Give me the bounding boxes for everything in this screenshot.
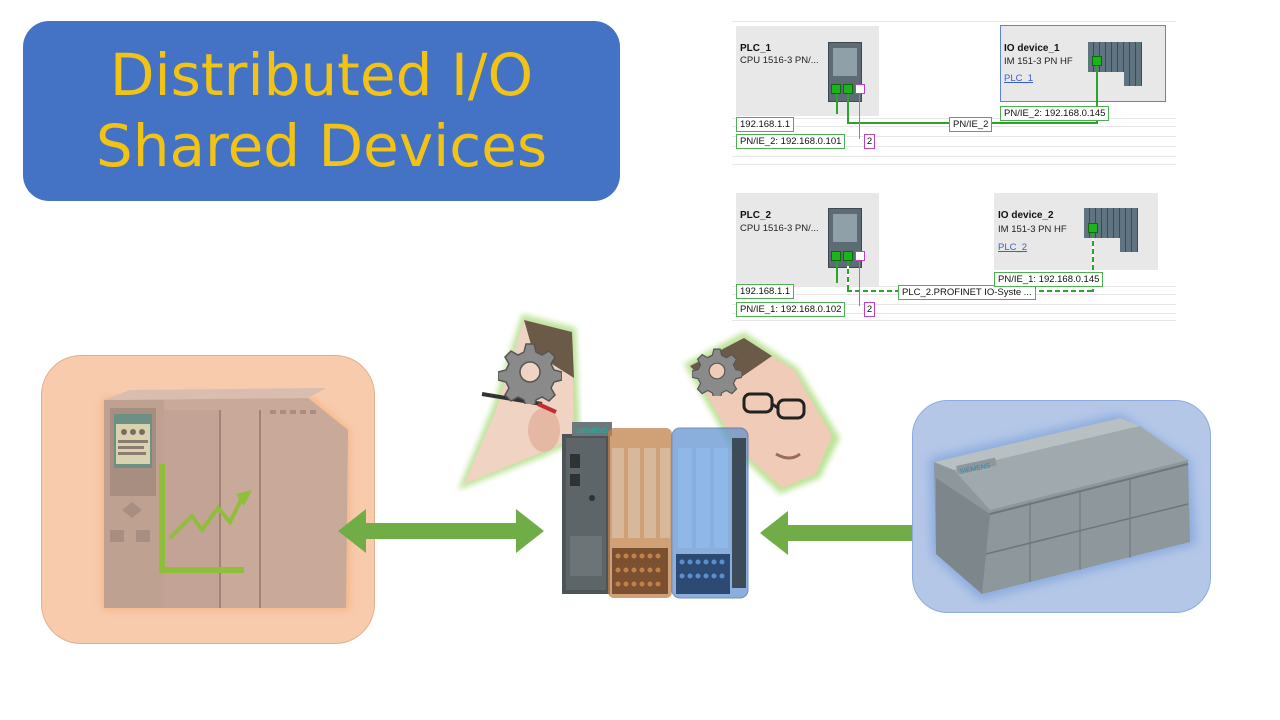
subnet-label-top[interactable]: PN/IE_2 [949, 117, 993, 132]
title-box: Distributed I/O Shared Devices [23, 21, 620, 201]
network-view-top: PLC_1 CPU 1516-3 PN/... IO device_1 IM 1… [732, 18, 1176, 168]
arrow-double-icon[interactable] [760, 508, 964, 558]
plc-1-type: CPU 1516-3 PN/... [740, 55, 819, 66]
port-icon [843, 251, 853, 261]
plc-2-pn-address: PN/IE_1: 192.168.0.102 [736, 302, 846, 317]
io-device-1-type: IM 151-3 PN HF [1004, 56, 1073, 67]
io-device-1-pn-address: PN/IE_2: 192.168.0.145 [1000, 106, 1110, 121]
port-icon [831, 251, 841, 261]
title-line-2: Shared Devices [95, 112, 548, 180]
plc-1-name: PLC_1 [740, 43, 772, 54]
port-badge: 2 [864, 134, 875, 149]
io-device-2-name: IO device_2 [998, 210, 1054, 221]
plc-s7-1200-icon[interactable]: SIEMENS [920, 404, 1204, 604]
network-view-bottom: PLC_2 CPU 1516-3 PN/... IO device_2 IM 1… [732, 186, 1176, 321]
title-line-1: Distributed I/O [109, 41, 534, 110]
gear-icon [498, 343, 562, 404]
port-icon [831, 84, 841, 94]
subnet-label-bottom[interactable]: PLC_2.PROFINET IO-Syste ... [898, 285, 1036, 300]
io-device-2-type: IM 151-3 PN HF [998, 224, 1067, 235]
io-device-2-pn-address: PN/IE_1: 192.168.0.145 [994, 272, 1104, 287]
port-icon [855, 84, 865, 94]
gear-icon [692, 348, 742, 396]
port-badge: 2 [864, 302, 875, 317]
io-device-1-name: IO device_1 [1004, 43, 1060, 54]
plc-s7-1500-icon [102, 388, 350, 610]
trend-chart-icon [159, 464, 252, 573]
et200sp-io-icon[interactable]: SIEMENS [556, 418, 756, 604]
plc-1-ip: 192.168.1.1 [736, 117, 795, 132]
port-icon [843, 84, 853, 94]
port-icon [855, 251, 865, 261]
io-device-2-link[interactable]: PLC_2 [998, 242, 1028, 253]
port-icon [1088, 223, 1098, 233]
plc-2-name: PLC_2 [740, 210, 772, 221]
io-device-1-link[interactable]: PLC_1 [1004, 73, 1034, 84]
plc-2-ip: 192.168.1.1 [736, 284, 795, 299]
plc-1-pn-address: PN/IE_2: 192.168.0.101 [736, 134, 846, 149]
port-icon [1092, 56, 1102, 66]
plc-2-type: CPU 1516-3 PN/... [740, 223, 819, 234]
arrow-double-icon[interactable] [338, 506, 544, 556]
svg-text:SIEMENS: SIEMENS [576, 428, 608, 435]
